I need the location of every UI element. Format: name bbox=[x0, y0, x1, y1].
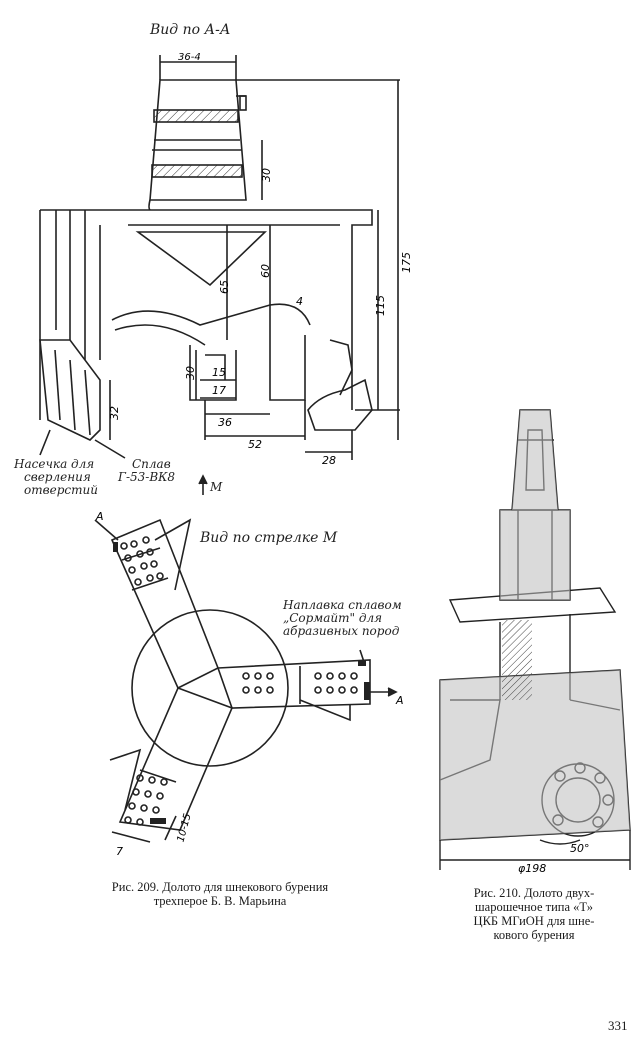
hardfacing-line3: абразивных пород bbox=[283, 624, 400, 638]
fig209-caption-line2: трехперое Б. В. Марьина bbox=[153, 894, 287, 908]
section-a-top: А bbox=[95, 510, 104, 523]
dim-10-15: 10-15 bbox=[175, 812, 193, 843]
dim-15: 15 bbox=[212, 366, 226, 379]
dim-32: 32 bbox=[108, 406, 121, 420]
page-number: 331 bbox=[608, 1018, 628, 1033]
notch-label-line2: сверления bbox=[24, 470, 91, 484]
fig210-caption-line3: ЦКБ МГиОН для шне- bbox=[473, 914, 595, 928]
fig210-bit-drawing: 50° φ198 bbox=[439, 409, 631, 875]
fig210-caption-line4: кового бурения bbox=[493, 928, 575, 942]
fig210-caption: Рис. 210. Долото двух- шарошечное типа «… bbox=[434, 886, 634, 942]
dim-36: 36 bbox=[218, 416, 232, 429]
fig209-side-view-drawing: 36-4 30 175 60 65 115 4 15 17 30 32 36 5… bbox=[39, 52, 413, 495]
dim-17: 17 bbox=[212, 384, 226, 397]
notch-label-line1: Насечка для bbox=[14, 457, 95, 471]
dim-4: 4 bbox=[296, 295, 303, 308]
dim-30b: 30 bbox=[184, 366, 197, 380]
alloy-label-line1: Сплав bbox=[132, 457, 171, 471]
fig209-caption-line1: Рис. 209. Долото для шнекового бурения bbox=[111, 880, 329, 894]
fig209-caption: Рис. 209. Долото для шнекового бурения т… bbox=[70, 880, 370, 908]
fig210-angle: 50° bbox=[570, 842, 590, 855]
fig210-caption-line2: шарошечное типа «Т» bbox=[475, 900, 593, 914]
dim-115: 115 bbox=[374, 295, 387, 316]
dim-60: 60 bbox=[259, 264, 272, 278]
dim-175: 175 bbox=[400, 252, 413, 273]
alloy-label: Сплав Г-53-ВК8 bbox=[118, 458, 175, 484]
view-bottom-title: Вид по стрелке М bbox=[200, 530, 338, 546]
alloy-label-line2: Г-53-ВК8 bbox=[118, 470, 176, 484]
dim-36-4: 36-4 bbox=[178, 52, 201, 63]
dim-52: 52 bbox=[248, 438, 262, 451]
dim-28: 28 bbox=[322, 454, 336, 467]
dim-7: 7 bbox=[116, 845, 123, 858]
dim-30: 30 bbox=[260, 168, 273, 182]
section-a-right: А bbox=[395, 694, 404, 707]
notch-label-line3: отверстий bbox=[24, 483, 98, 497]
notch-label: Насечка для сверления отверстий bbox=[14, 458, 98, 497]
dim-65: 65 bbox=[218, 280, 231, 294]
fig210-diameter: φ198 bbox=[518, 862, 546, 875]
view-top-title: Вид по А-А bbox=[150, 22, 231, 38]
fig210-caption-line1: Рис. 210. Долото двух- bbox=[473, 886, 595, 900]
arrow-m-label: М bbox=[210, 480, 223, 494]
hardfacing-line1: Наплавка сплавом bbox=[283, 598, 402, 612]
fig209-plan-view-drawing: А А 7 10-15 bbox=[94, 510, 404, 858]
hardfacing-label: Наплавка сплавом „Сормайт" для абразивны… bbox=[283, 599, 402, 638]
hardfacing-line2: „Сормайт" для bbox=[283, 611, 383, 625]
